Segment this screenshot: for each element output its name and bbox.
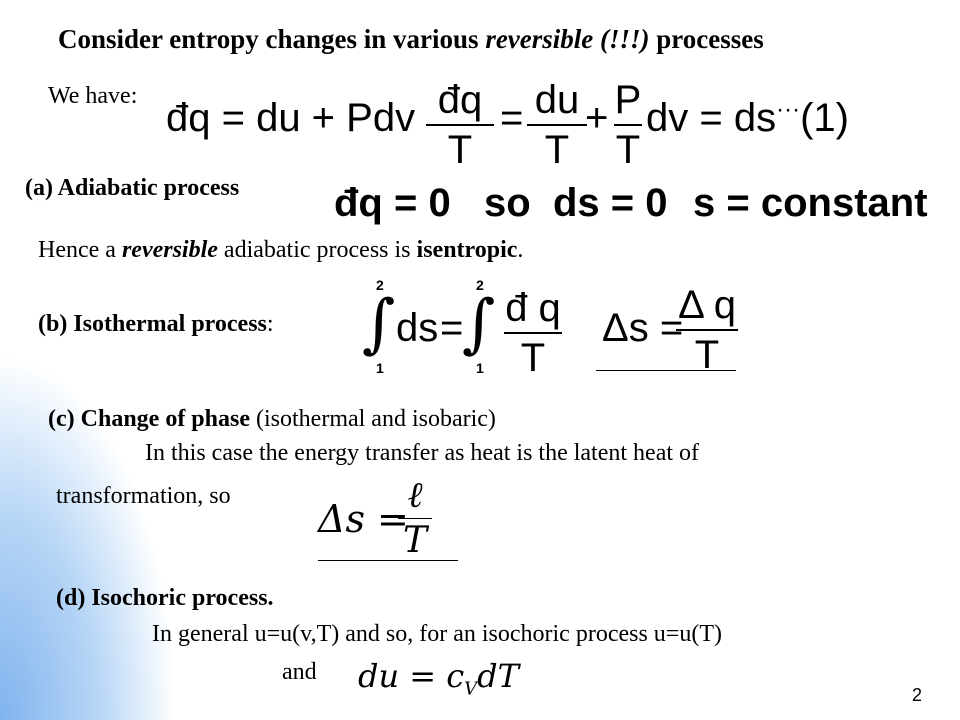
adiabatic-heading: (a) Adiabatic process: [25, 175, 240, 201]
eq1-lhs: đq = du + Pdv: [166, 96, 416, 140]
phase-change-line3: transformation, so: [56, 483, 231, 509]
integral1-ds: ds: [396, 306, 439, 350]
phase-underline: [318, 560, 458, 561]
eq1-equals: =: [500, 96, 524, 140]
integral-equals: =: [440, 306, 464, 350]
delta-s-underline: [596, 370, 736, 371]
slide-title: Consider entropy changes in various reve…: [58, 24, 764, 54]
integral1-lower-limit: 1: [376, 360, 384, 376]
phase-change-line2: In this case the energy transfer as heat…: [145, 440, 700, 466]
adiabatic-eq-ds: ds = 0: [553, 181, 668, 225]
integral2-lower-limit: 1: [476, 360, 484, 376]
isochoric-eq: du = cVdT: [358, 657, 519, 700]
integral2-upper-limit: 2: [476, 277, 484, 293]
adiabatic-eq-dq: đq = 0: [334, 181, 451, 225]
adiabatic-eq-so: so: [484, 181, 531, 225]
we-have-label: We have:: [48, 83, 138, 109]
isothermal-heading: (b) Isothermal process:: [38, 311, 274, 337]
phase-delta-s: Δs =: [318, 497, 409, 541]
integral1-upper-limit: 2: [376, 277, 384, 293]
isochoric-line2: In general u=u(v,T) and so, for an isoch…: [152, 621, 722, 647]
integral2-sign: ∫: [462, 287, 496, 361]
eq1-tail: dv = ds···(1): [646, 96, 849, 140]
isochoric-and: and: [282, 659, 317, 685]
phase-change-heading: (c) Change of phase (isothermal and isob…: [48, 406, 496, 432]
adiabatic-eq-constant: s = constant: [693, 181, 928, 225]
integral1-sign: ∫: [362, 287, 396, 361]
eq1-plus: +: [585, 96, 609, 140]
isochoric-heading: (d) Isochoric process.: [56, 585, 274, 611]
page-number: 2: [911, 685, 922, 705]
delta-s-label: Δs =: [602, 306, 684, 350]
hence-sentence: Hence a reversible adiabatic process is …: [38, 237, 524, 263]
